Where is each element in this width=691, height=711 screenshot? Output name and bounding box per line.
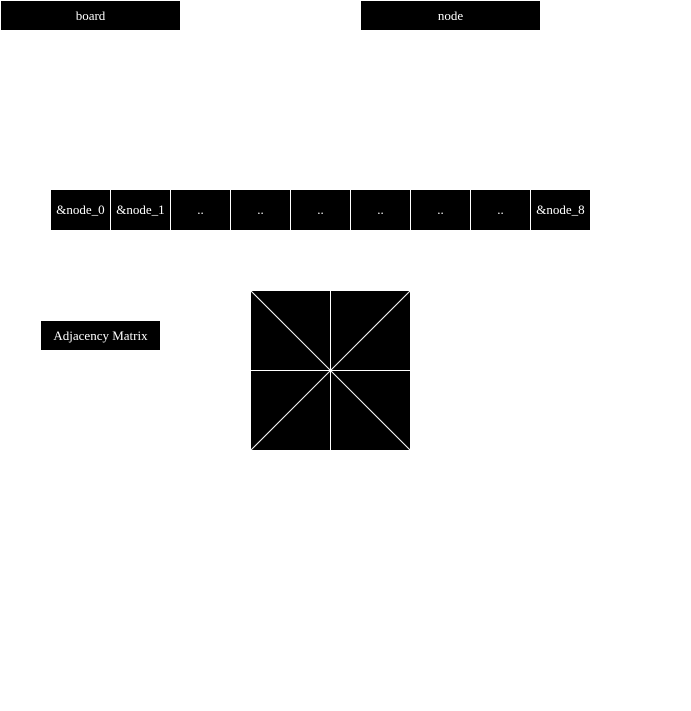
array-cell-7: .. [471, 190, 530, 230]
array-cell-3: .. [231, 190, 290, 230]
array-cell-2: .. [171, 190, 230, 230]
array-cell-label: .. [497, 202, 504, 217]
array-cell-label: .. [377, 202, 384, 217]
node-box: node [361, 1, 540, 30]
array-cell-label: &node_1 [116, 202, 165, 217]
adjacency-matrix-grid [251, 291, 410, 450]
array-cell-5: .. [351, 190, 410, 230]
adjacency-matrix-label: Adjacency Matrix [53, 327, 148, 343]
node-pointer-array: &node_0 &node_1 .. .. .. .. .. .. &node_… [51, 190, 590, 230]
array-cell-8: &node_8 [531, 190, 590, 230]
array-cell-label: .. [317, 202, 324, 217]
array-cell-0: &node_0 [51, 190, 110, 230]
array-cell-label: &node_8 [536, 202, 585, 217]
adjacency-matrix-label-box: Adjacency Matrix [41, 321, 160, 350]
array-cell-label: .. [197, 202, 204, 217]
array-cell-label: &node_0 [56, 202, 105, 217]
board-box: board [1, 1, 180, 30]
node-label: node [437, 7, 464, 23]
array-cell-4: .. [291, 190, 350, 230]
array-cell-1: &node_1 [111, 190, 170, 230]
board-label: board [75, 7, 106, 23]
matrix-diagonal-anti [251, 291, 410, 450]
array-cell-label: .. [257, 202, 264, 217]
array-cell-label: .. [437, 202, 444, 217]
array-cell-6: .. [411, 190, 470, 230]
